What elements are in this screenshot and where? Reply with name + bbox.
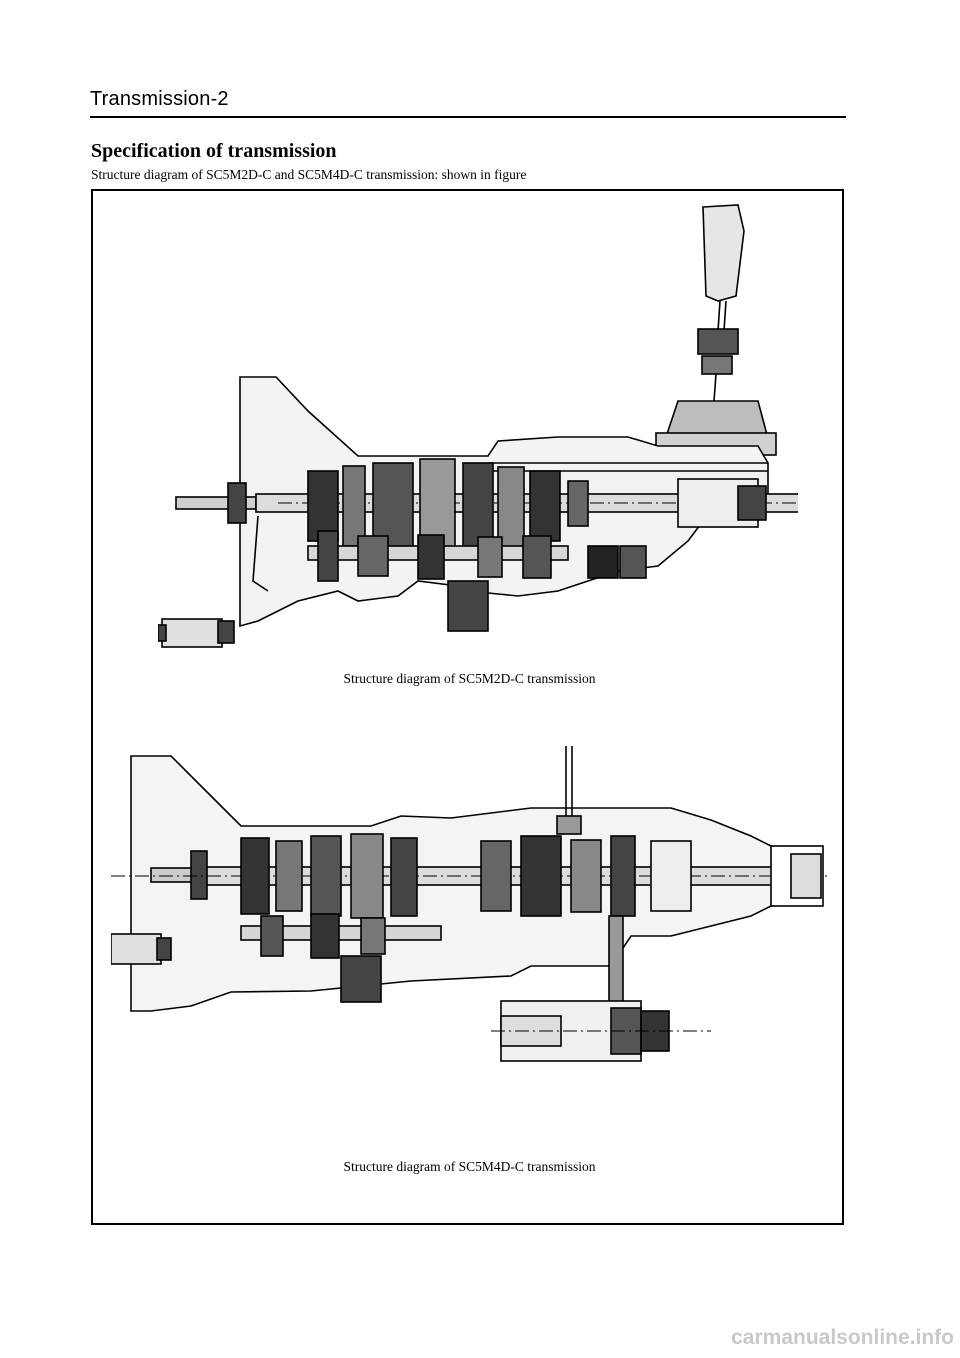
sc5m2d-c-transmission-drawing [158,204,798,648]
watermark: carmanualsonline.info [731,1326,954,1349]
header-divider [90,116,846,118]
figure-caption-sc5m2d-c: Structure diagram of SC5M2D-C transmissi… [343,671,596,686]
section-subtitle: Structure diagram of SC5M2D-C and SC5M4D… [91,167,527,182]
figure-caption-sc5m4d-c: Structure diagram of SC5M4D-C transmissi… [343,1159,596,1174]
section-title: Specification of transmission [91,140,337,162]
sc5m4d-c-transmission-drawing [111,746,831,1062]
page-header-label: Transmission-2 [90,88,229,110]
figure-frame: Structure diagram of SC5M2D-C transmissi… [91,189,844,1225]
